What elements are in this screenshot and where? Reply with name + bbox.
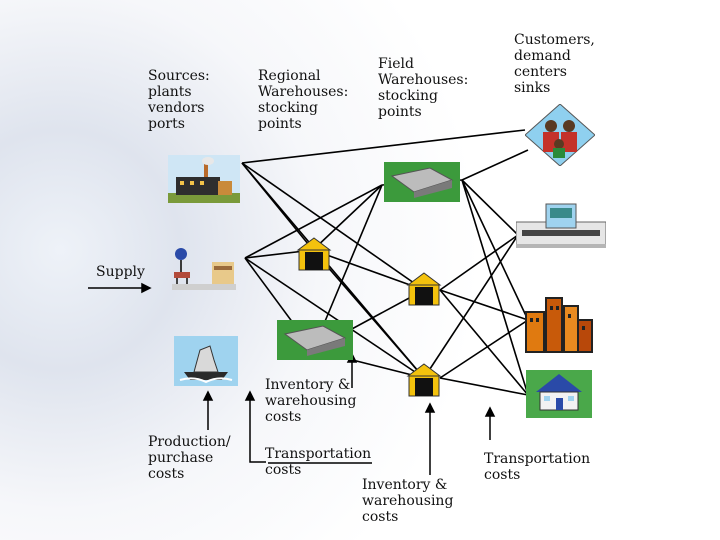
field-warehouse-mid-icon bbox=[406, 272, 442, 306]
family-icon bbox=[525, 104, 595, 166]
field-warehouse-low-icon bbox=[406, 363, 442, 397]
factory-icon bbox=[168, 155, 240, 203]
ship-icon bbox=[174, 336, 238, 386]
supply-label: Supply bbox=[96, 264, 145, 280]
transportation-mid-costs-label: Transportation costs bbox=[265, 446, 372, 478]
water-tower-icon bbox=[172, 248, 236, 290]
inventory-regional-costs-label: Inventory & warehousing costs bbox=[265, 377, 357, 425]
regional-warehouses-label: Regional Warehouses: stocking points bbox=[258, 68, 349, 132]
inventory-field-costs-label: Inventory & warehousing costs bbox=[362, 477, 454, 525]
field-warehouse-aerial-icon bbox=[384, 162, 460, 202]
city-buildings-icon bbox=[525, 297, 593, 353]
transportation-right-costs-label: Transportation costs bbox=[484, 451, 591, 483]
field-warehouses-label: Field Warehouses: stocking points bbox=[378, 56, 469, 120]
customers-label: Customers, demand centers sinks bbox=[514, 32, 595, 96]
shopping-mall-icon bbox=[516, 203, 606, 248]
production-costs-label: Production/ purchase costs bbox=[148, 434, 231, 482]
regional-warehouse-top-icon bbox=[296, 237, 332, 271]
house-icon bbox=[526, 370, 592, 418]
regional-warehouse-aerial-icon bbox=[277, 320, 353, 360]
sources-label: Sources: plants vendors ports bbox=[148, 68, 210, 132]
